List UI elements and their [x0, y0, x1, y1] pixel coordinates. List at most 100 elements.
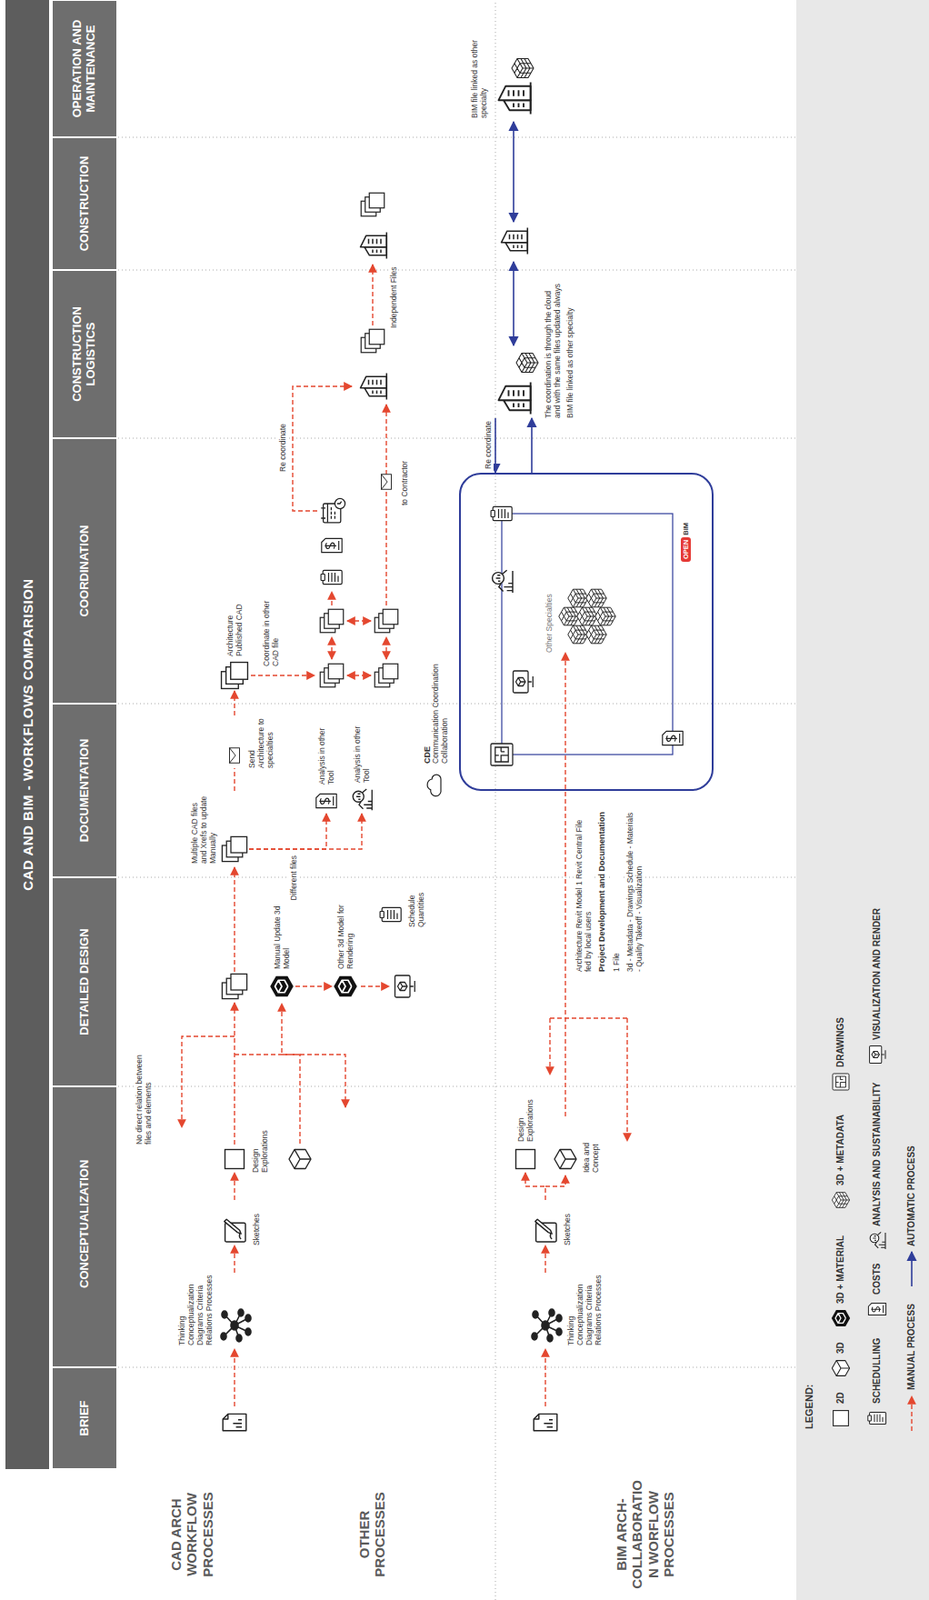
node-text: DOCUMENTATION: [78, 739, 92, 843]
icon: [533, 1413, 558, 1430]
icon: [331, 972, 360, 1000]
title-band: [5, 0, 50, 1469]
edge-label: Re coordinate: [483, 419, 494, 471]
icon: [551, 1145, 580, 1173]
send-step: Send Architecture to specialties: [224, 715, 275, 769]
published-cad-step: Architecture Published CAD: [219, 583, 250, 691]
bim-model-cluster: Other Specialties: [544, 579, 620, 653]
caption: Analysis in other Tool: [352, 719, 371, 783]
model-3d-step: Manual Update 3d Model: [268, 905, 296, 1000]
legend-text: SCHEDULLING: [871, 1338, 883, 1404]
cube-icon: [554, 1149, 577, 1169]
node-text: Manual Update 3d Model: [272, 905, 291, 969]
decor-line: [512, 121, 515, 222]
icon: [222, 1413, 247, 1430]
automatic-process-arrow: [494, 418, 497, 473]
caption: Architecture Published CAD: [225, 583, 244, 657]
icon: [513, 670, 534, 693]
node-text: BIM file linked as other specialty: [565, 281, 575, 419]
icon-wrap: [312, 788, 340, 814]
sq-icon: [516, 1149, 536, 1169]
design-2d-step: Design Explorations: [511, 1087, 540, 1173]
icon: [319, 609, 344, 633]
node-text: BRIEF: [78, 1400, 92, 1437]
icon-wrap: [331, 972, 360, 1000]
node-text: Thinking Conceptualization Diagrams Crit…: [177, 1272, 214, 1346]
node-text: Architecture Published CAD: [225, 583, 244, 657]
icon: [490, 743, 513, 766]
grid-line: [118, 0, 797, 1600]
icon: [501, 228, 529, 255]
decor-line: [549, 1017, 628, 1019]
node-text: Communication Coordination Collaboration: [431, 654, 450, 764]
flow-notes: Architecture Revit Model 1 Revit Central…: [574, 809, 644, 973]
icon: [869, 1231, 886, 1249]
node-text: OPEN: [680, 537, 691, 562]
row-label: CAD ARCH WORKFLOW PROCESSES: [168, 1476, 216, 1593]
legend-text: VISUALIZATION AND RENDER: [871, 908, 883, 1040]
phase-header: OPERATION AND MAINTENANCE: [52, 0, 117, 137]
caption: Send Architecture to specialties: [247, 715, 275, 769]
render-model-step: Other 3d Model for Rendering: [331, 900, 360, 1000]
cost-icon: [316, 793, 337, 808]
icon: [832, 1073, 850, 1090]
phase-header: DETAILED DESIGN: [52, 878, 117, 1086]
manual-process-arrow: [525, 1172, 546, 1200]
meta-icon: [516, 353, 539, 373]
legend-band: [796, 0, 929, 1600]
decor-line: [385, 404, 387, 606]
caption: Schedule Quantities: [407, 872, 426, 928]
icon: [360, 232, 388, 260]
node-text: OPERATION AND MAINTENANCE: [70, 7, 99, 130]
legend-text: 3D + MATERIAL: [835, 1235, 847, 1304]
icon: [348, 786, 376, 814]
sketch-icon: [224, 1218, 246, 1242]
icon: [427, 774, 441, 797]
icon: [490, 506, 512, 520]
decor-line: [371, 264, 373, 326]
meta-icon: [511, 59, 534, 79]
mat-icon: [269, 976, 294, 998]
node-text: Schedule Quantities: [407, 872, 426, 928]
icon-wrap: [490, 54, 537, 119]
flow-note: Re coordinate: [278, 407, 288, 473]
manual-process-arrow: [233, 768, 235, 791]
node-text: Sketches: [251, 1199, 261, 1246]
node-text: Multiple CAD files and Xrefs to update M…: [189, 790, 218, 864]
cde-region: CDECommunication Coordination Collaborat…: [459, 472, 714, 791]
decor-line: [545, 1175, 566, 1187]
icon-wrap: [219, 659, 250, 691]
caption: Thinking Conceptualization Diagrams Crit…: [566, 1272, 603, 1346]
decor-line: [181, 1036, 235, 1128]
decor-line: [330, 591, 332, 606]
caption: Sketches: [251, 1199, 261, 1246]
icon: [268, 972, 296, 1000]
caption: Other 3d Model for Rendering: [336, 900, 355, 969]
legend-text: 2D: [835, 1391, 847, 1404]
flow-note: 3d - Metadata - Drawings Schedule - Mate…: [625, 809, 644, 973]
node-text: The coordination is through the cloud an…: [543, 281, 562, 419]
phase-header: CONSTRUCTION: [52, 138, 117, 270]
decor-line: [501, 513, 673, 755]
manual-process-arrow: [564, 652, 566, 1117]
icon: [831, 1192, 850, 1209]
mind-icon: [220, 1308, 251, 1342]
manual-process-arrow: [544, 1245, 546, 1273]
decor-line: [385, 637, 387, 660]
decor-line: [544, 1348, 546, 1407]
icon: [320, 498, 345, 522]
caption: Multiple CAD files and Xrefs to update M…: [189, 790, 218, 864]
icon-wrap: [511, 1145, 540, 1173]
icon: [377, 901, 405, 928]
cost-analysis-step: Analysis in other Tool: [312, 720, 340, 814]
decor-line: [347, 674, 371, 676]
caption: Design Explorations: [250, 1116, 270, 1173]
caption: Design Explorations: [516, 1087, 535, 1142]
icon: [662, 730, 683, 745]
phase-header: COORDINATION: [52, 439, 117, 703]
decor-line: [330, 637, 332, 660]
icon: [530, 1216, 560, 1246]
legend-text: 3D + METADATA: [835, 1114, 847, 1186]
sq-icon: [225, 1149, 245, 1169]
meta-icon: [559, 607, 580, 626]
